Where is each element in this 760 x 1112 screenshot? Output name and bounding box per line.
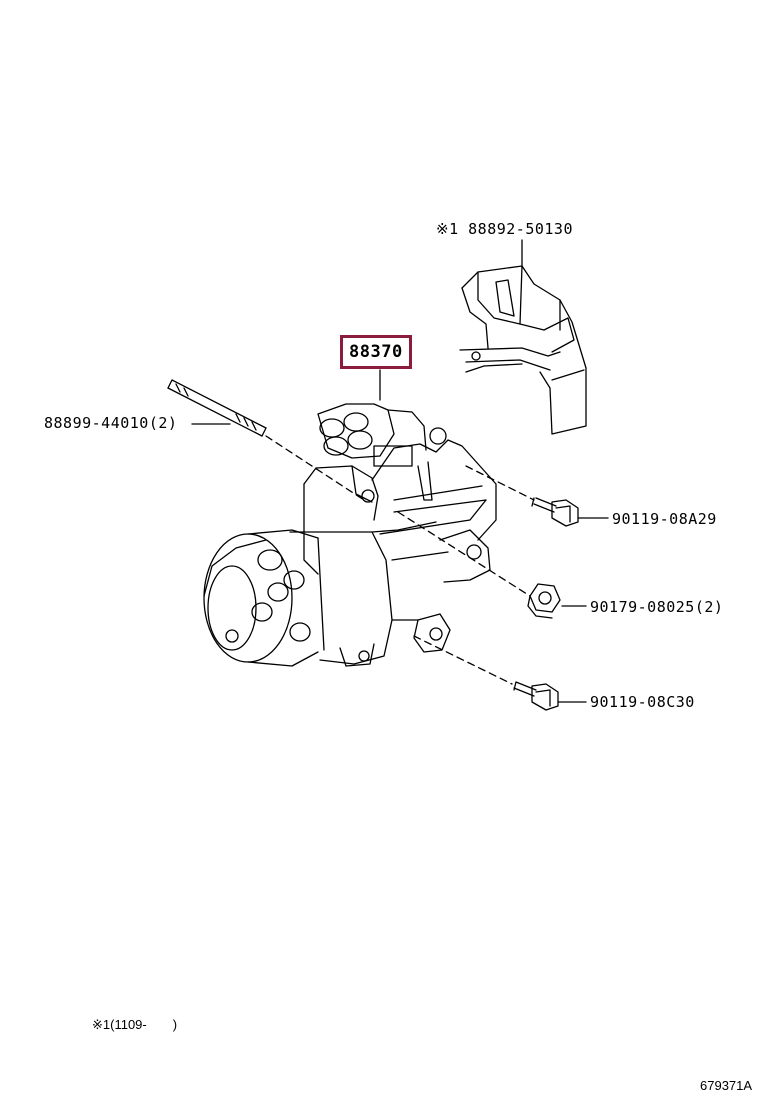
callout-bolt-upper[interactable]: 90119-08A29 <box>612 510 717 528</box>
bolt-icon <box>531 497 579 527</box>
leader-lines <box>191 239 609 703</box>
compressor-illustration <box>203 403 497 667</box>
footnote: ※1(1109- ) <box>92 1017 178 1032</box>
callout-nut[interactable]: 90179-08025(2) <box>590 598 724 616</box>
alignment-lines <box>265 435 535 685</box>
illustration-id: 679371A <box>700 1078 753 1093</box>
bracket-illustration <box>459 265 587 435</box>
stud-bolt-illustration <box>167 379 267 437</box>
callout-bolt-lower[interactable]: 90119-08C30 <box>590 693 695 711</box>
callout-stud-bolt[interactable]: 88899-44010(2) <box>44 414 178 432</box>
nut-icon <box>527 583 561 619</box>
bolt-icon <box>513 681 559 711</box>
callout-compressor[interactable]: 88370 <box>340 335 412 369</box>
callout-bracket[interactable]: ※1 88892-50130 <box>436 220 573 238</box>
